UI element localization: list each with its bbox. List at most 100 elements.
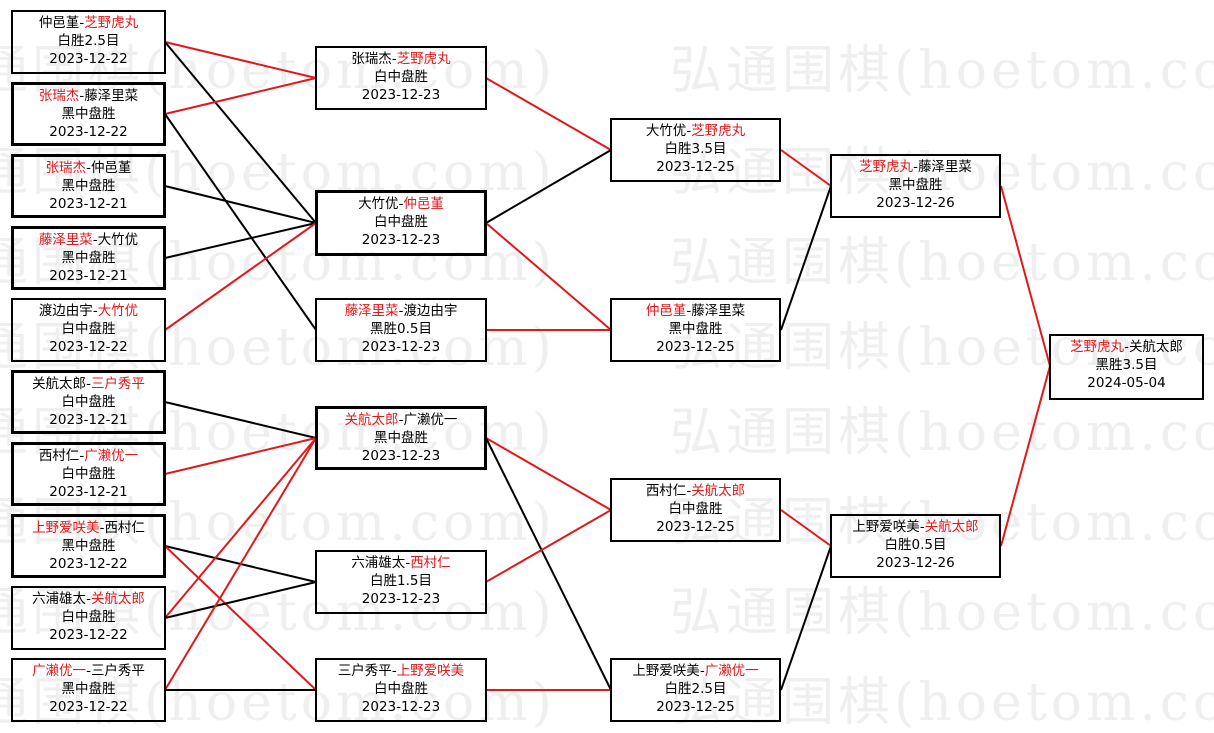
match-box: 上野爱咲美-西村仁 黑中盘胜 2023-12-22 — [11, 514, 166, 578]
match-players: 六浦雄太-西村仁 — [317, 554, 485, 572]
match-date: 2023-12-25 — [656, 519, 735, 535]
player-white: 藤泽里菜 — [917, 159, 972, 175]
match-date: 2023-12-26 — [876, 555, 955, 571]
separator: - — [391, 663, 397, 679]
player-black: 张瑞杰 — [45, 160, 87, 176]
player-black: 上野爱咲美 — [32, 520, 100, 536]
connector-line — [164, 437, 317, 691]
match-box: 西村仁-广濑优一 白中盘胜 2023-12-21 — [11, 442, 166, 506]
connector-line — [164, 437, 317, 619]
connector-line — [780, 185, 832, 331]
separator: - — [86, 663, 91, 679]
match-date: 2023-12-23 — [361, 232, 441, 248]
match-date: 2023-12-22 — [49, 699, 128, 715]
player-black: 上野爱咲美 — [632, 663, 700, 679]
match-result: 白中盘胜 — [374, 214, 428, 230]
match-players: 仲邑堇-芝野虎丸 — [13, 14, 164, 32]
player-white: 广濑优一 — [84, 448, 139, 464]
player-white: 关航太郎 — [691, 483, 746, 499]
separator: - — [686, 303, 692, 319]
match-box: 张瑞杰-芝野虎丸 白中盘胜 2023-12-23 — [315, 46, 487, 110]
match-players: 大竹优-芝野虎丸 — [612, 122, 779, 140]
player-white: 关航太郎 — [90, 591, 145, 607]
connector-line — [485, 77, 612, 151]
match-box: 上野爱咲美-关航太郎 白胜0.5目 2023-12-26 — [830, 514, 1001, 578]
player-white: 芝野虎丸 — [84, 15, 139, 31]
match-players: 藤泽里菜-渡边由宇 — [317, 302, 485, 320]
player-white: 三户秀平 — [90, 663, 145, 679]
connector-line — [164, 185, 317, 224]
separator: - — [86, 160, 91, 176]
player-white: 大竹优 — [97, 232, 139, 248]
separator: - — [686, 123, 692, 139]
player-white: 大竹优 — [97, 303, 139, 319]
connector-line — [164, 581, 317, 619]
player-black: 仲邑堇 — [645, 303, 687, 319]
separator: - — [398, 412, 404, 428]
match-box: 仲邑堇-芝野虎丸 白胜2.5目 2023-12-22 — [11, 10, 166, 74]
match-result: 白中盘胜 — [61, 321, 116, 337]
match-date: 2023-12-25 — [656, 159, 735, 175]
match-result: 黑中盘胜 — [61, 106, 116, 122]
match-box: 关航太郎-广濑优一 黑中盘胜 2023-12-23 — [315, 406, 487, 470]
match-result: 白胜2.5目 — [57, 33, 120, 49]
player-white: 西村仁 — [410, 555, 451, 571]
match-result: 白中盘胜 — [374, 681, 428, 697]
match-result: 黑中盘胜 — [374, 430, 428, 446]
match-players: 西村仁-关航太郎 — [612, 482, 779, 500]
player-black: 三户秀平 — [337, 663, 392, 679]
match-players: 张瑞杰-芝野虎丸 — [317, 50, 485, 68]
connector-line — [164, 222, 317, 331]
separator: - — [686, 483, 692, 499]
match-box: 渡边由宇-大竹优 白中盘胜 2023-12-22 — [11, 298, 166, 362]
match-box: 上野爱咲美-广濑优一 白胜2.5目 2023-12-25 — [610, 658, 781, 722]
connector-line — [1000, 185, 1051, 367]
separator: - — [86, 591, 91, 607]
match-players: 关航太郎-广濑优一 — [318, 411, 484, 429]
match-box: 六浦雄太-关航太郎 白中盘胜 2023-12-22 — [11, 586, 166, 650]
match-date: 2023-12-25 — [656, 699, 735, 715]
match-result: 白中盘胜 — [668, 501, 723, 517]
match-players: 广濑优一-三户秀平 — [13, 662, 164, 680]
separator: - — [398, 303, 404, 319]
separator: - — [92, 303, 98, 319]
match-date: 2023-12-21 — [49, 196, 128, 212]
match-players: 上野爱咲美-西村仁 — [14, 519, 163, 537]
match-date: 2023-12-26 — [876, 195, 955, 211]
match-box: 广濑优一-三户秀平 黑中盘胜 2023-12-22 — [11, 658, 166, 722]
player-black: 大竹优 — [645, 123, 687, 139]
match-date: 2023-12-23 — [361, 448, 441, 464]
player-white: 广濑优一 — [403, 412, 458, 428]
player-black: 广濑优一 — [32, 663, 87, 679]
match-result: 白胜3.5目 — [664, 141, 727, 157]
connector-line — [780, 509, 832, 547]
connector-line — [485, 437, 612, 511]
player-black: 上野爱咲美 — [852, 519, 920, 535]
connector-line — [780, 545, 832, 691]
player-black: 芝野虎丸 — [859, 159, 914, 175]
connector-line — [164, 77, 317, 115]
match-date: 2023-12-22 — [49, 339, 128, 355]
player-white: 仲邑堇 — [403, 196, 444, 212]
separator: - — [391, 51, 397, 67]
player-white: 广濑优一 — [704, 663, 759, 679]
connector-line — [485, 149, 612, 224]
player-white: 藤泽里菜 — [691, 303, 746, 319]
match-players: 三户秀平-上野爱咲美 — [317, 662, 485, 680]
connector-line — [164, 401, 317, 439]
match-result: 黑中盘胜 — [888, 177, 943, 193]
match-result: 黑中盘胜 — [61, 250, 116, 266]
separator: - — [86, 376, 91, 392]
separator: - — [405, 555, 411, 571]
separator: - — [398, 196, 404, 212]
match-box: 关航太郎-三户秀平 白中盘胜 2023-12-21 — [11, 370, 166, 434]
separator: - — [919, 519, 925, 535]
connector-line — [780, 149, 832, 187]
match-date: 2023-12-22 — [49, 627, 128, 643]
final-match-box: 芝野虎丸-关航太郎 黑胜3.5目 2024-05-04 — [1049, 334, 1204, 400]
separator: - — [92, 232, 98, 248]
player-black: 藤泽里菜 — [344, 303, 399, 319]
match-players: 张瑞杰-仲邑堇 — [14, 159, 163, 177]
match-players: 渡边由宇-大竹优 — [13, 302, 164, 320]
